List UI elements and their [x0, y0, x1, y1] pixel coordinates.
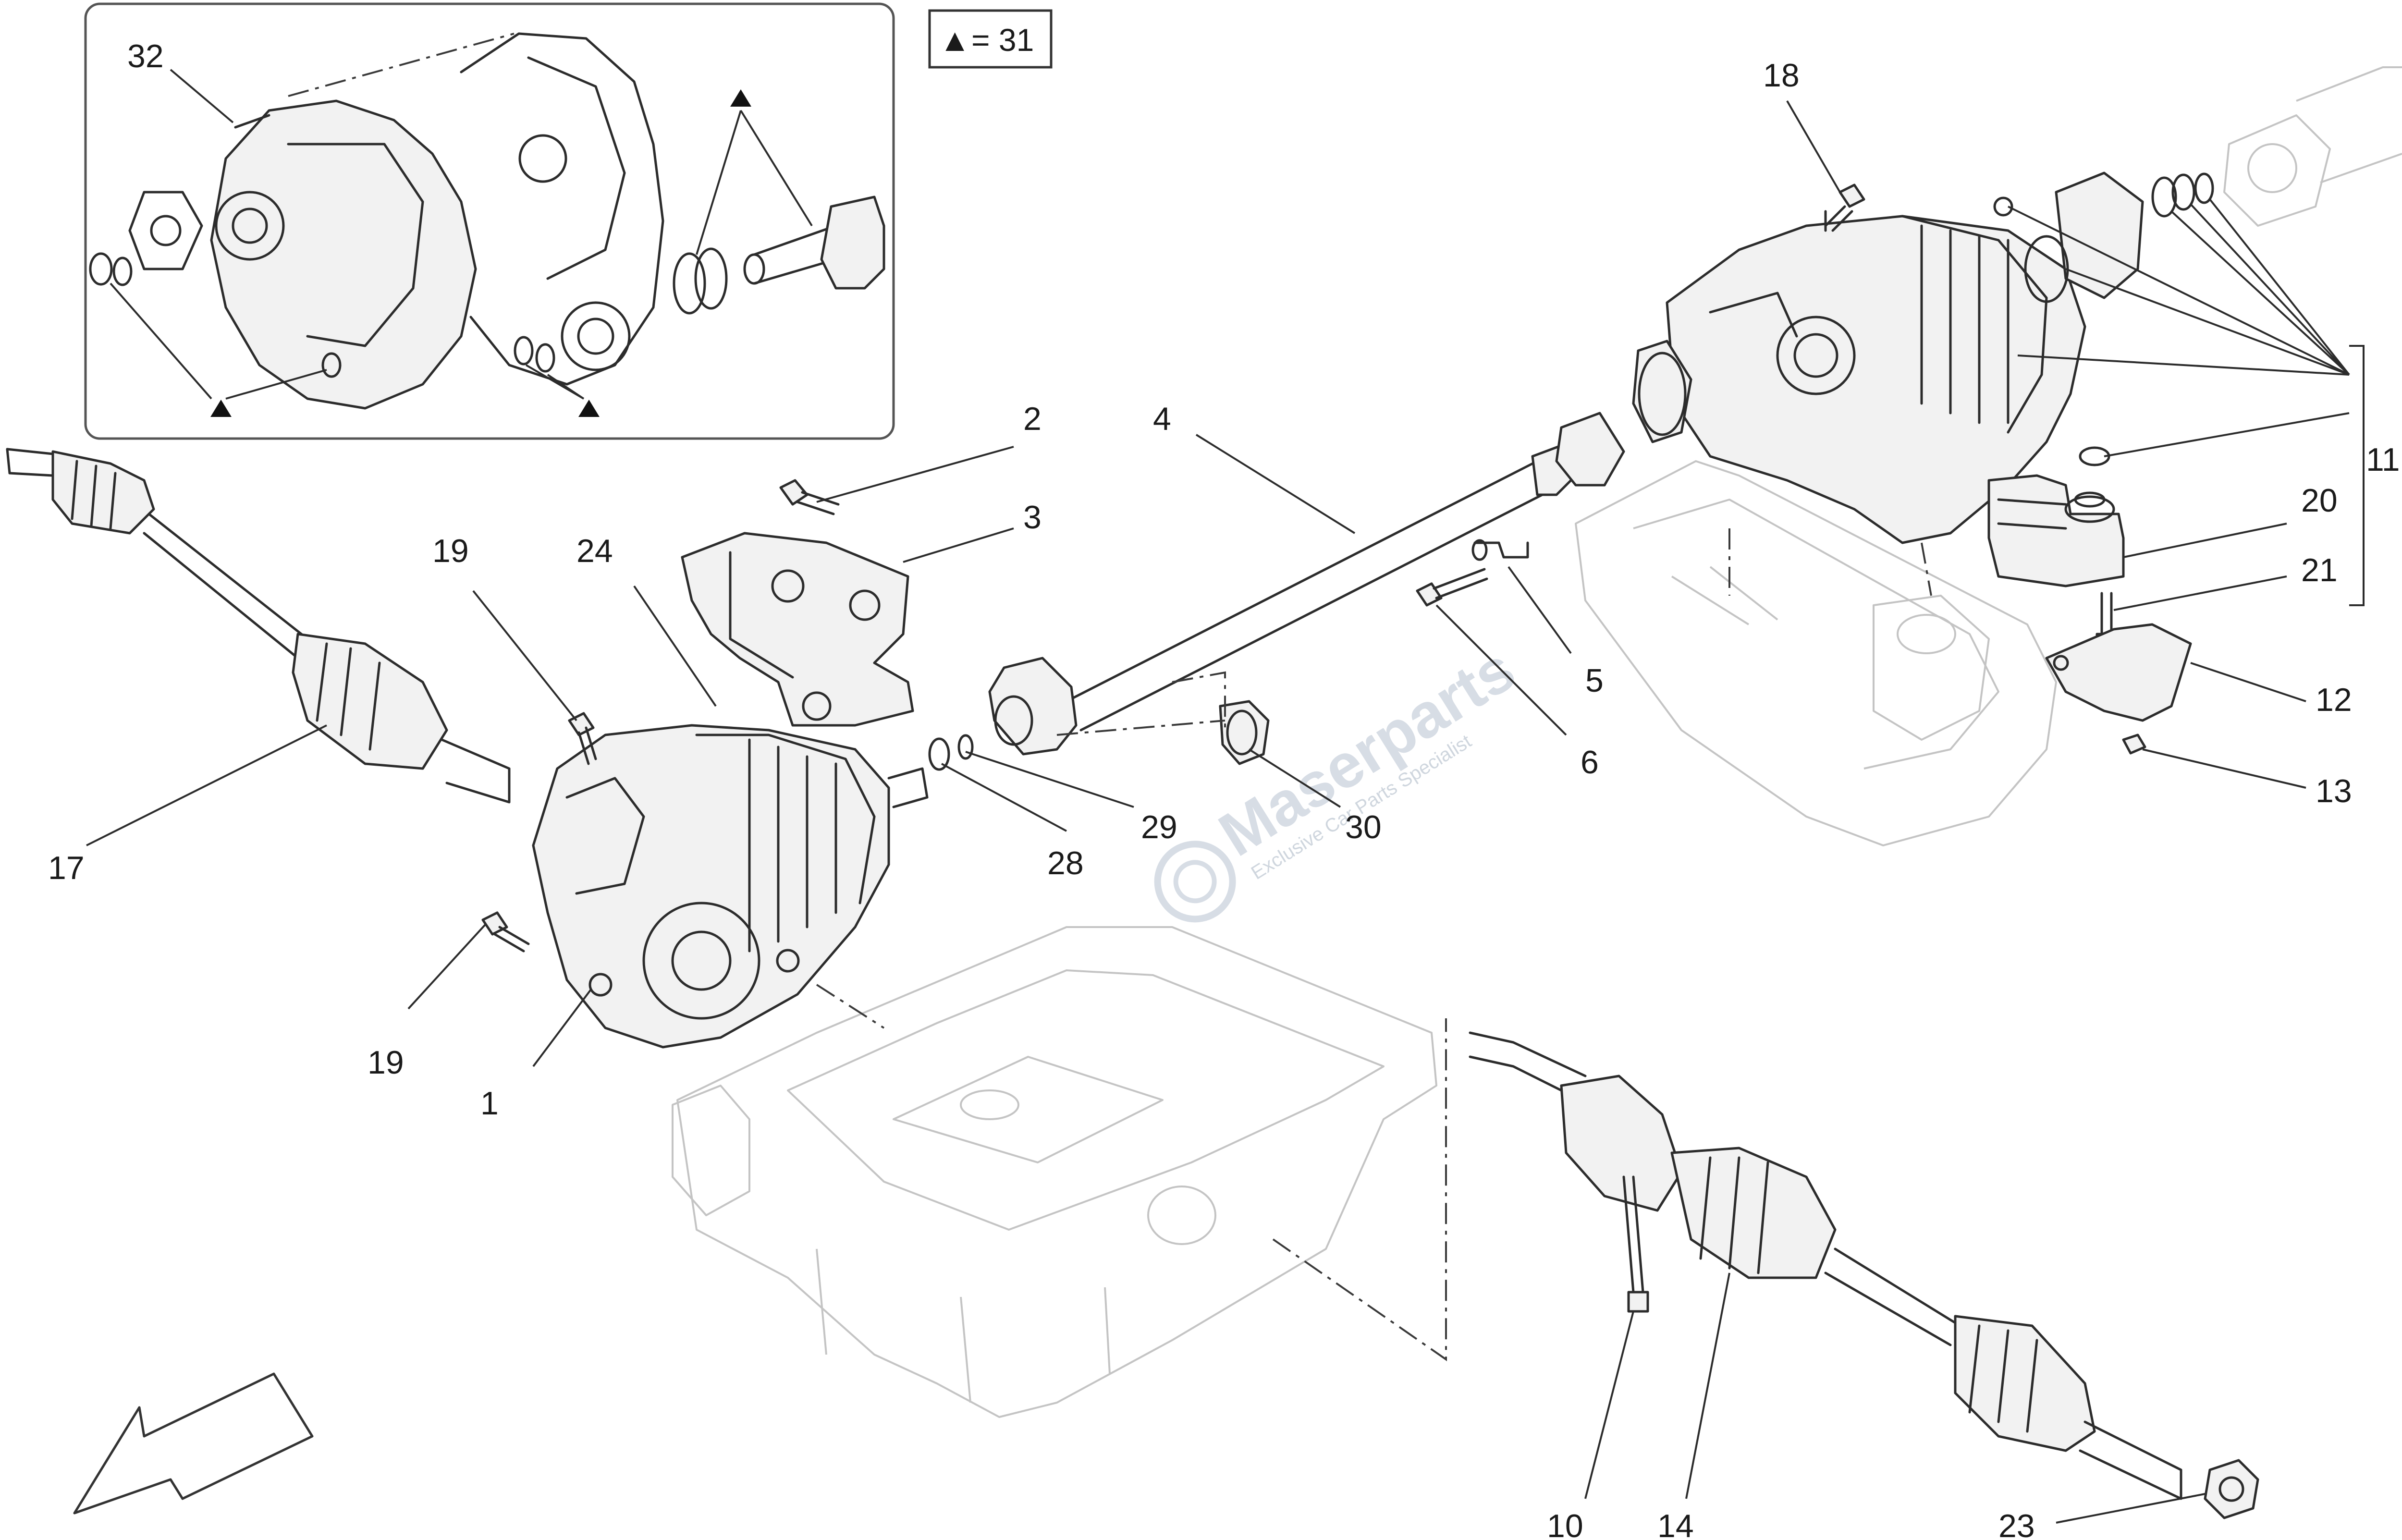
callout-label: 20	[2301, 482, 2338, 519]
ghost-subframe	[1575, 460, 2057, 846]
nut-23	[2204, 1459, 2259, 1519]
propeller-shaft	[988, 412, 1625, 756]
callout-label: 24	[576, 533, 613, 569]
bolt-2	[779, 479, 840, 515]
diff-mounting-bracket	[681, 532, 914, 727]
right-drive-shaft	[1469, 1031, 2182, 1500]
seals-28-29	[928, 734, 974, 771]
triangle-marker-icon	[210, 400, 232, 417]
callout-label: 17	[48, 850, 85, 886]
bolt-18	[1824, 183, 1865, 232]
callout-label: 2	[1023, 401, 1042, 437]
legend-box: ▲ = 31	[928, 9, 1053, 69]
callout-label: 12	[2316, 682, 2352, 718]
callout-label: 5	[1585, 662, 1604, 699]
inset-output-shaft	[673, 196, 885, 315]
callout-label: 3	[1023, 499, 1042, 536]
left-drive-shaft	[6, 448, 511, 804]
inset-seal-left	[89, 252, 113, 286]
inset-seal-right	[514, 336, 534, 366]
callout-label: 13	[2316, 773, 2352, 809]
output-flange-seals	[1993, 171, 2214, 303]
triangle-marker-icon	[578, 400, 600, 417]
bolt-6	[1416, 568, 1488, 607]
callout-label: 19	[368, 1044, 404, 1081]
inset-seal-mid	[321, 352, 342, 378]
callout-label: 10	[1547, 1508, 1583, 1540]
triangle-marker-icon	[730, 89, 751, 107]
transfer-case	[1632, 210, 2086, 544]
bracket-12	[2045, 623, 2192, 722]
legend-symbol: ▲	[939, 22, 970, 58]
actuator-motor	[1987, 446, 2125, 587]
alignment-lines	[816, 528, 1932, 1361]
cv-joint-30	[1219, 700, 1270, 765]
callout-label: 29	[1141, 809, 1177, 845]
callout-label: 6	[1581, 744, 1599, 781]
callout-label: 1	[480, 1085, 499, 1122]
callout-label: 30	[1345, 809, 1382, 845]
inset-bolt	[234, 114, 270, 129]
group-bracket-11	[2349, 345, 2365, 606]
callout-label: 11	[2366, 441, 2400, 478]
inset-transfer-case	[210, 32, 664, 410]
direction-arrow-icon	[73, 1372, 314, 1515]
callout-label: 19	[432, 533, 469, 569]
clip-5	[1471, 539, 1529, 561]
callout-label: 23	[1998, 1508, 2035, 1540]
watermark-logo: Maserparts Exclusive Car Parts Specialis…	[1154, 634, 1527, 923]
inset-flange	[128, 191, 203, 270]
bolt-10	[1622, 1175, 1649, 1313]
callout-label: 32	[127, 38, 164, 74]
callout-label: 14	[1657, 1508, 1694, 1540]
callout-labels: 1 2 3 4 5 6 10 11 12 13 14 17 18 19 19 2…	[48, 57, 2400, 1540]
callout-label: 21	[2301, 552, 2338, 588]
front-differential	[532, 724, 929, 1049]
legend-text: = 31	[971, 22, 1034, 58]
ghost-oil-pan	[672, 926, 1437, 1418]
leader-lines	[86, 100, 2350, 1524]
ghost-coupling	[2223, 66, 2402, 227]
callout-label: 28	[1047, 845, 1084, 881]
callout-label: 18	[1763, 57, 1800, 94]
inset-panel: 32	[84, 2, 895, 440]
callout-label: 4	[1153, 401, 1171, 437]
nut-13	[2122, 733, 2146, 755]
